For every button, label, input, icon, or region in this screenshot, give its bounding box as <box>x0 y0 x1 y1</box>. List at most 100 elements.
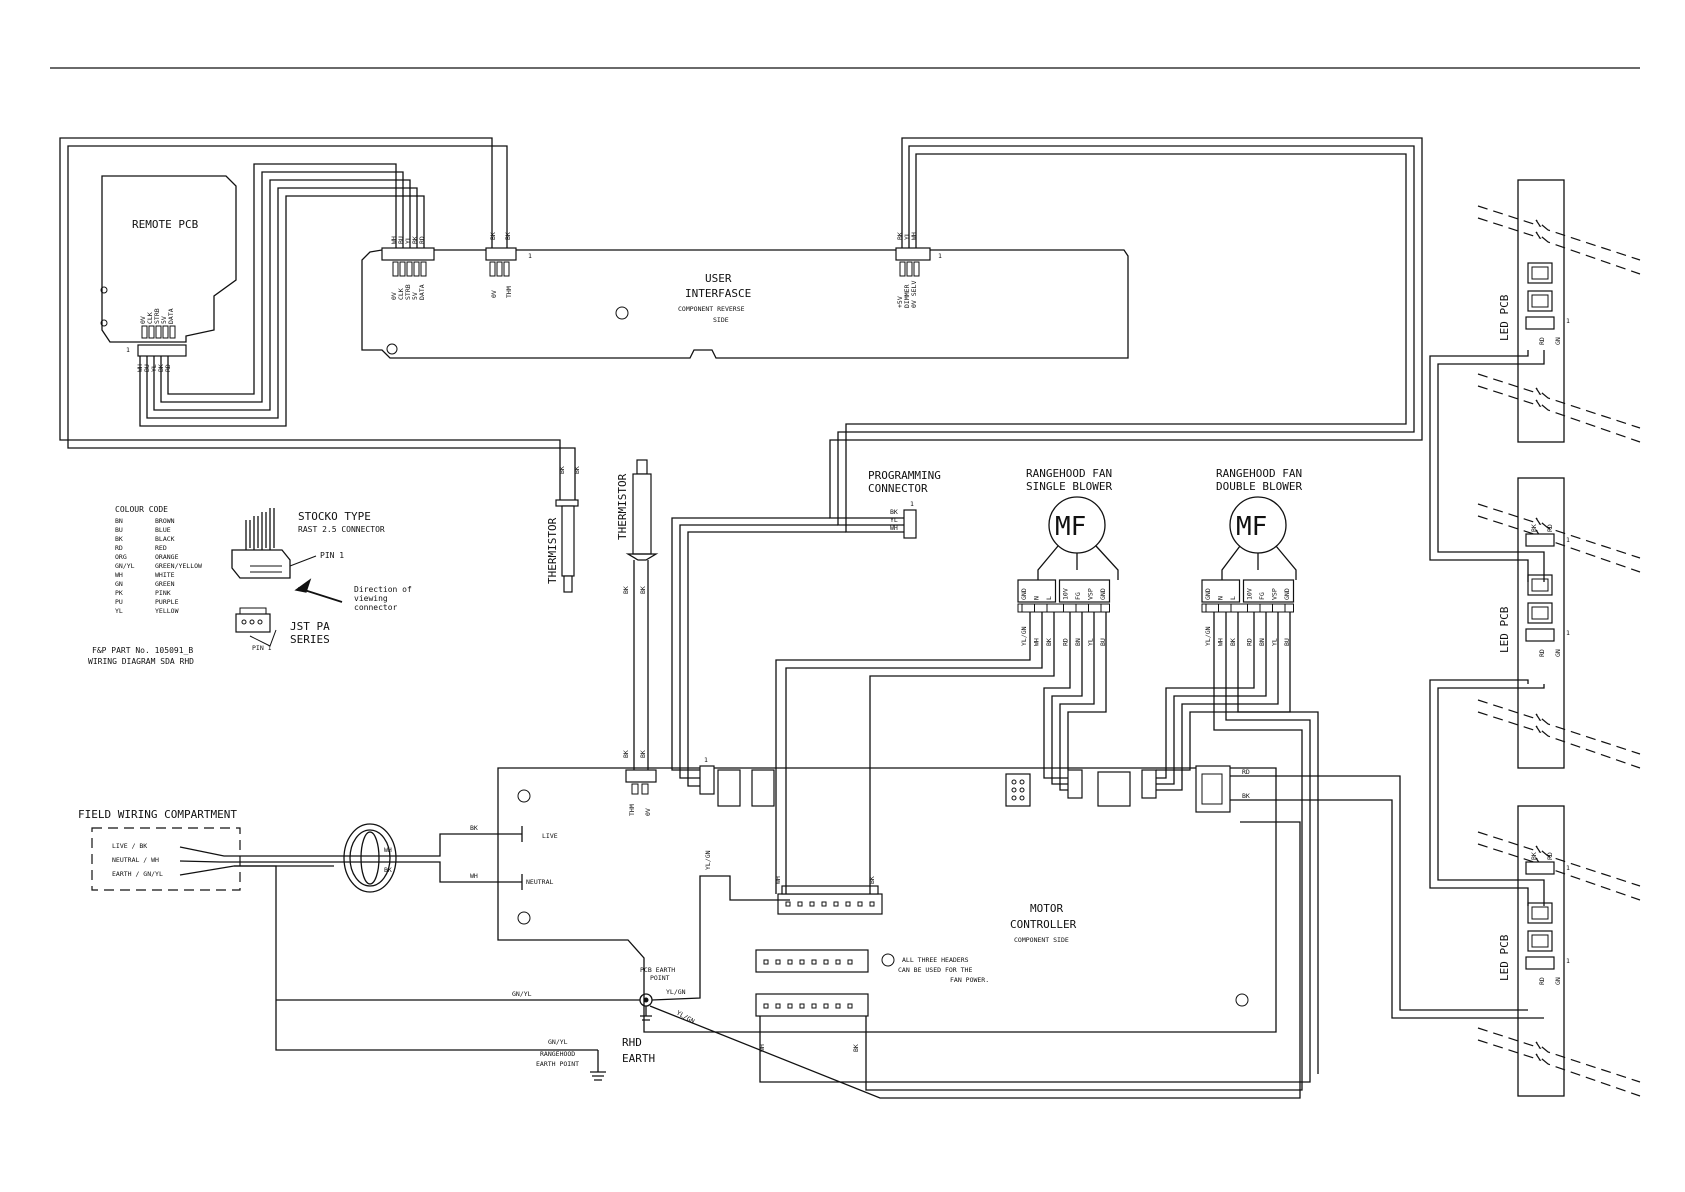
led-break-line <box>1477 503 1641 559</box>
svg-text:SERIES: SERIES <box>290 633 330 646</box>
svg-text:1: 1 <box>910 500 914 508</box>
fan-double-title-1: RANGEHOOD FAN <box>1216 467 1302 480</box>
fan-wire-label: YL/GN <box>1204 626 1212 646</box>
header-pin <box>787 959 793 965</box>
colour-code-name: PURPLE <box>155 598 179 606</box>
led-wire-label: RD <box>1546 852 1554 860</box>
svg-text:FAN POWER.: FAN POWER. <box>950 976 989 984</box>
colour-code-abbr: GN <box>115 580 123 588</box>
led-wire-label: RD <box>1538 977 1546 985</box>
svg-text:BK: BK <box>896 232 904 240</box>
svg-text:1: 1 <box>126 346 130 354</box>
motor-controller-board: MOTOR CONTROLLER COMPONENT SIDE ALL THRE… <box>497 767 1277 1033</box>
svg-text:YL: YL <box>890 516 898 524</box>
svg-text:0V: 0V <box>139 316 147 324</box>
user-interface-board: USER INTERFASCE COMPONENT REVERSE SIDE <box>361 249 1129 359</box>
neutral-label: NEUTRAL <box>526 878 553 886</box>
svg-text:ALL THREE HEADERS: ALL THREE HEADERS <box>902 956 969 964</box>
rangehood-earth-point: GN/YL RANGEHOOD EARTH POINT RHD EARTH <box>536 1036 655 1081</box>
header-wire-label: WH <box>758 1044 766 1052</box>
svg-text:DATA: DATA <box>167 308 175 324</box>
header-wire-label: BK <box>852 1044 860 1052</box>
pin-one: 1 <box>1566 864 1570 872</box>
svg-text:GN/YL: GN/YL <box>548 1038 568 1046</box>
fan-wire-label: RD <box>1062 638 1070 646</box>
fan-pin-label: GND <box>1020 588 1028 600</box>
svg-text:YL/GN: YL/GN <box>666 988 686 996</box>
colour-code-abbr: GN/YL <box>115 562 135 570</box>
svg-text:0V SELV: 0V SELV <box>910 281 918 308</box>
svg-text:CLK: CLK <box>146 312 154 324</box>
led-input-connector <box>1525 533 1555 547</box>
svg-text:YL: YL <box>903 232 911 240</box>
jst-connector: JST PA SERIES PIN 1 <box>235 607 330 652</box>
svg-text:RANGEHOOD: RANGEHOOD <box>540 1050 575 1058</box>
fan-pin-label: L <box>1229 596 1237 600</box>
svg-text:NEUTRAL / WH: NEUTRAL / WH <box>112 856 159 864</box>
fan-wire-label: YL <box>1271 638 1279 646</box>
header-pin <box>823 959 829 965</box>
header-pin <box>799 1003 805 1009</box>
thermistor-left-cable: BK BK <box>59 137 581 480</box>
header-pin <box>775 959 781 965</box>
remote-cable-bundle <box>139 163 425 427</box>
svg-text:0V: 0V <box>490 290 498 298</box>
header-pin <box>869 901 875 907</box>
header-pin <box>835 1003 841 1009</box>
svg-text:1: 1 <box>528 252 532 260</box>
programming-connector-label-2: CONNECTOR <box>868 482 928 495</box>
colour-code-abbr: YL <box>115 607 123 615</box>
svg-text:BK: BK <box>890 508 898 516</box>
ui-led-connector: 1 BK YL WH +5V DIMMER 0V SELV <box>895 232 942 308</box>
svg-text:THM: THM <box>505 286 513 298</box>
led-connector <box>1527 602 1553 624</box>
field-wiring-compartment: FIELD WIRING COMPARTMENT LIVE / BK NEUTR… <box>78 808 241 891</box>
ui-thermistor-connector: 1 BK BK 0V THM <box>485 232 532 298</box>
fan-wire-label: RD <box>1246 638 1254 646</box>
svg-text:BK: BK <box>470 824 478 832</box>
thermistor-right: THERMISTOR BK BK BK BK <box>616 459 659 770</box>
colour-code-abbr: PU <box>115 598 123 606</box>
header-pin <box>847 1003 853 1009</box>
led-pcb-label: LED PCB <box>1498 934 1511 981</box>
colour-code-name: WHITE <box>155 571 175 579</box>
header-pin <box>799 959 805 965</box>
colour-code-abbr: RD <box>115 544 123 552</box>
pin-one: 1 <box>1566 957 1570 965</box>
stocko-connector: STOCKO TYPE RAST 2.5 CONNECTOR PIN 1 Dir… <box>231 508 412 612</box>
led-output-connector <box>1525 628 1555 642</box>
remote-pcb-board: REMOTE PCB <box>100 175 237 343</box>
header-pin <box>763 1003 769 1009</box>
programming-connector: BK YL WH 1 PROGRAMMING CONNECTOR <box>868 469 941 539</box>
led-wire-label: GN <box>1554 337 1562 345</box>
rhd-earth-2: EARTH <box>622 1052 655 1065</box>
fan-pin-label: VSP <box>1271 588 1279 600</box>
fan-pin-label: N <box>1217 596 1225 600</box>
colour-code-abbr: PK <box>115 589 123 597</box>
colour-code-name: RED <box>155 544 167 552</box>
ui-remote-connector: WH BU YL BK RD 0V CLK STRB 5V DATA <box>381 236 435 300</box>
svg-text:0V: 0V <box>390 292 398 300</box>
svg-text:RD: RD <box>1242 768 1250 776</box>
fan-pin-label: GND <box>1283 588 1291 600</box>
mc-title-2: CONTROLLER <box>1010 918 1077 931</box>
led-break-line <box>1477 699 1641 755</box>
fan-double-symbol: MF <box>1236 512 1267 542</box>
mc-power-header-3: WH BK <box>755 993 869 1052</box>
fan-wire-label: BK <box>1045 638 1053 646</box>
fan-wire-label: BU <box>1099 638 1107 646</box>
svg-text:5V: 5V <box>411 292 419 300</box>
svg-text:YL/GN: YL/GN <box>675 1009 696 1026</box>
header-pin <box>775 1003 781 1009</box>
svg-text:BK: BK <box>504 232 512 240</box>
colour-code-name: PINK <box>155 589 171 597</box>
svg-text:CLK: CLK <box>397 288 405 300</box>
svg-text:WH: WH <box>390 236 398 244</box>
header-pin <box>787 1003 793 1009</box>
fan-pin-label: 10V <box>1246 588 1254 600</box>
wiring-diagram-title: WIRING DIAGRAM SDA RHD <box>88 657 194 666</box>
svg-text:0V: 0V <box>644 808 652 816</box>
fan-wire-label: YL <box>1087 638 1095 646</box>
